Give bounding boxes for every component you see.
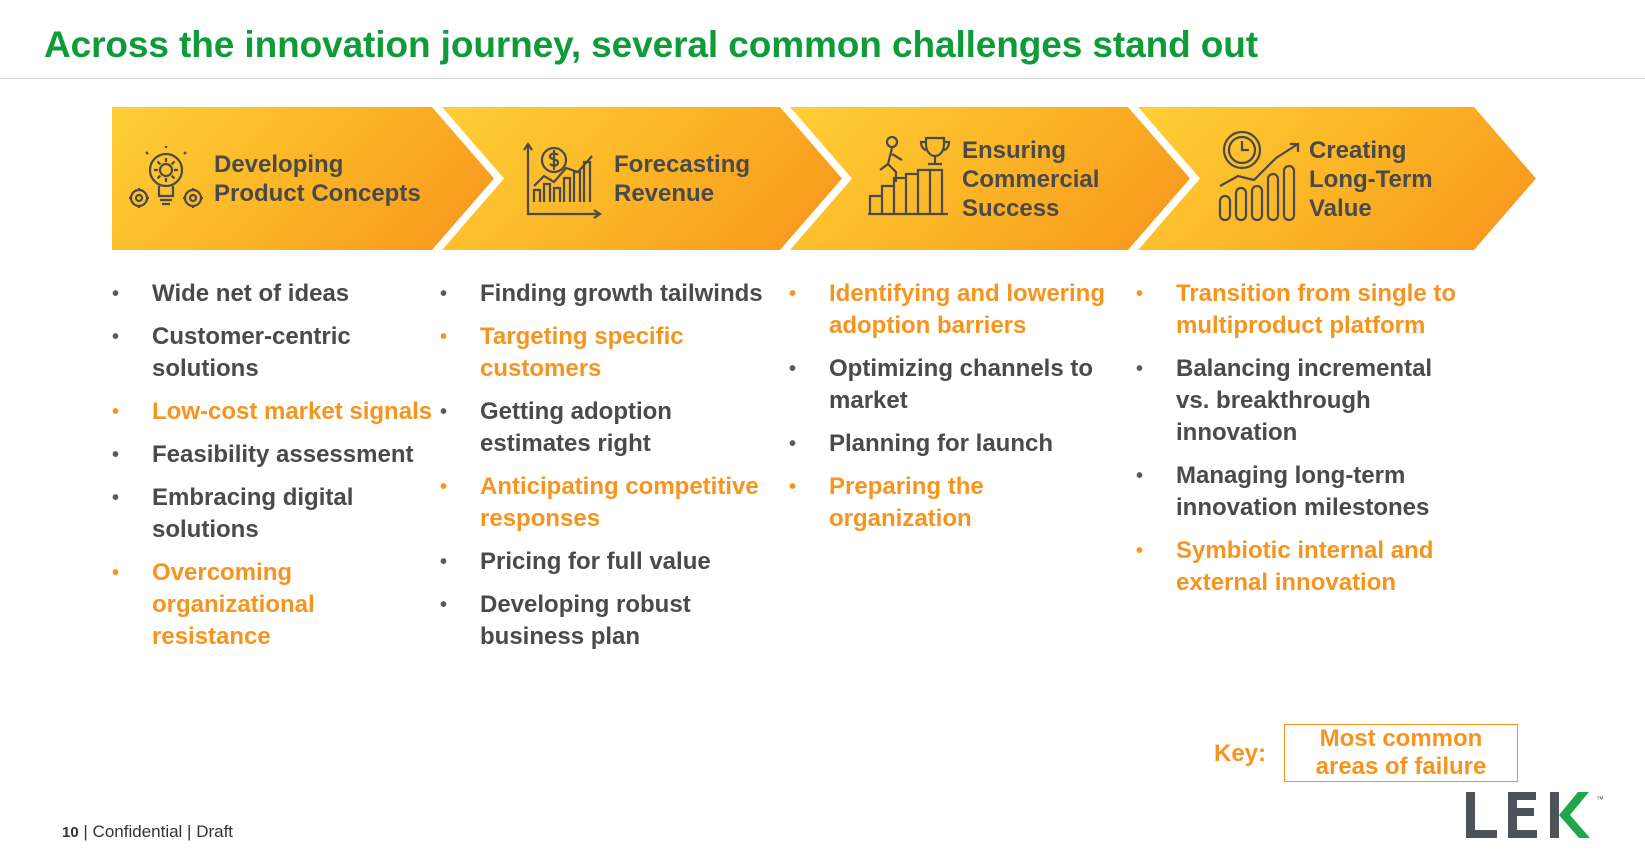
list-item: Overcoming organizational resistance <box>112 557 352 653</box>
footer: 10 | Confidential | Draft <box>62 822 233 842</box>
list-item: Optimizing channels to market <box>789 353 1119 417</box>
list-item: Anticipating competitive responses <box>440 471 780 535</box>
key-legend-box: Most common areas of failure <box>1284 724 1518 782</box>
list-item: Low-cost market signals <box>112 396 442 428</box>
list-item: Finding growth tailwinds <box>440 278 780 310</box>
stage-label-3: Ensuring Commercial Success <box>962 137 1100 222</box>
list-item: Wide net of ideas <box>112 278 442 310</box>
stage-chevron-3 <box>790 107 1190 250</box>
challenge-list-3: Identifying and lowering adoption barrie… <box>789 278 1129 546</box>
list-item: Customer-centric solutions <box>112 321 382 385</box>
dollar-chart-icon <box>523 142 602 219</box>
list-item: Managing long-term innovation milestones <box>1136 460 1446 524</box>
challenge-list-2: Finding growth tailwinds Targeting speci… <box>440 278 780 664</box>
lightbulb-gears-icon <box>129 146 203 208</box>
challenge-list-4: Transition from single to multiproduct p… <box>1136 278 1476 610</box>
key-label: Key: <box>1214 740 1267 767</box>
stage-chevron-4 <box>1138 107 1536 250</box>
stage-label-1: Developing Product Concepts <box>214 151 421 207</box>
footer-text: | Confidential | Draft <box>78 822 234 841</box>
list-item: Transition from single to multiproduct p… <box>1136 278 1476 342</box>
page-number: 10 <box>62 824 79 841</box>
list-item: Getting adoption estimates right <box>440 396 720 460</box>
list-item: Targeting specific customers <box>440 321 720 385</box>
logo-trademark: ™ <box>1596 795 1604 804</box>
list-item: Symbiotic internal and external innovati… <box>1136 535 1456 599</box>
list-item: Planning for launch <box>789 428 1129 460</box>
list-item: Developing robust business plan <box>440 589 720 653</box>
climber-trophy-icon <box>868 135 951 216</box>
challenge-list-1: Wide net of ideas Customer-centric solut… <box>112 278 442 664</box>
clock-growth-icon <box>1218 130 1300 222</box>
list-item: Identifying and lowering adoption barrie… <box>789 278 1139 342</box>
list-item: Balancing incremental vs. breakthrough i… <box>1136 353 1446 449</box>
lek-logo: ™ <box>1466 792 1604 838</box>
stage-chevron-2 <box>442 107 842 250</box>
page-title: Across the innovation journey, several c… <box>44 24 1259 65</box>
list-item: Preparing the organization <box>789 471 1039 535</box>
list-item: Feasibility assessment <box>112 439 442 471</box>
list-item: Embracing digital solutions <box>112 482 382 546</box>
stage-chevron-1 <box>112 107 494 250</box>
stage-label-2: Forecasting Revenue <box>614 151 751 207</box>
title-divider <box>0 78 1645 79</box>
stage-label-4: Creating Long-Term Value <box>1309 137 1433 222</box>
list-item: Pricing for full value <box>440 546 780 578</box>
